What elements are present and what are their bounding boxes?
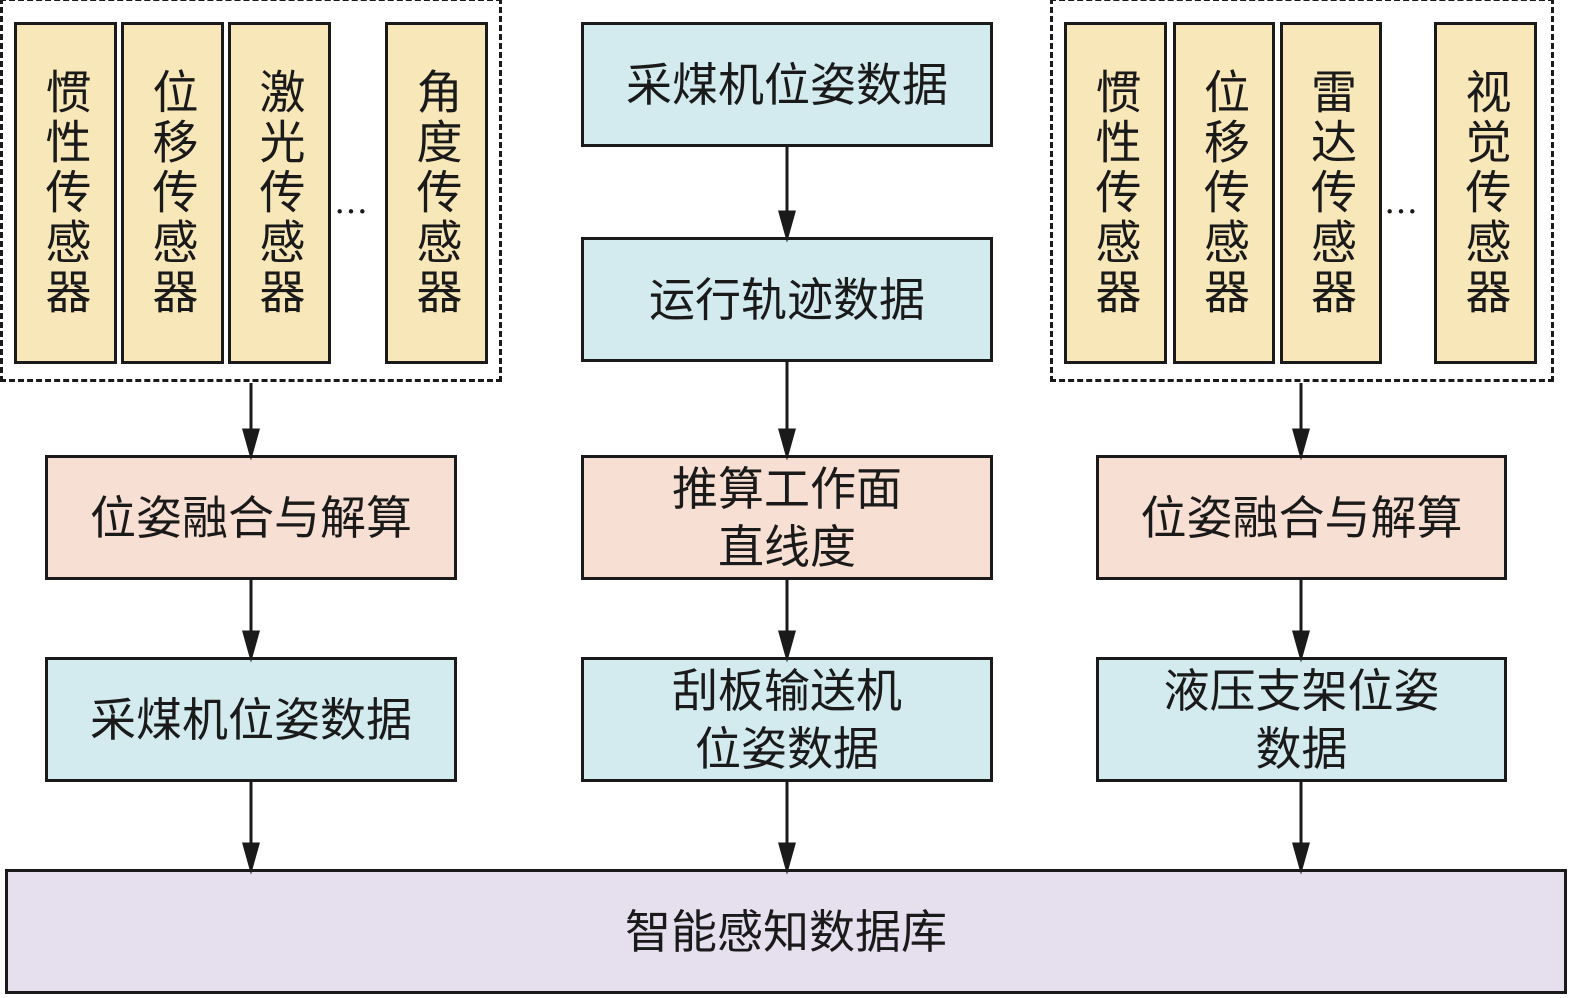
arrowhead-left-1 xyxy=(242,428,260,461)
right-sensor-group xyxy=(1050,0,1554,382)
center-straightness-process: 推算工作面 直线度 xyxy=(581,455,993,580)
left-sensor-inertial: 惯性传感器 xyxy=(14,22,117,364)
arrowhead-center-2 xyxy=(778,428,796,461)
left-sensor-ellipsis: … xyxy=(334,182,372,222)
left-fusion-process: 位姿融合与解算 xyxy=(45,455,457,580)
arrowhead-left-2 xyxy=(242,630,260,663)
arrowhead-center-4 xyxy=(778,842,796,875)
arrowhead-right-1 xyxy=(1292,428,1310,461)
left-sensor-angle: 角度传感器 xyxy=(385,22,488,364)
left-shearer-pose-output: 采煤机位姿数据 xyxy=(45,657,457,782)
arrowhead-right-2 xyxy=(1292,630,1310,663)
arrowhead-right-3 xyxy=(1292,842,1310,875)
right-sensor-radar: 雷达传感器 xyxy=(1280,22,1382,364)
arrowhead-center-3 xyxy=(778,630,796,663)
intelligent-perception-database: 智能感知数据库 xyxy=(5,869,1567,994)
right-sensor-displacement: 位移传感器 xyxy=(1173,22,1275,364)
right-fusion-process: 位姿融合与解算 xyxy=(1096,455,1507,580)
arrowhead-left-3 xyxy=(242,842,260,875)
center-shearer-pose-input: 采煤机位姿数据 xyxy=(581,22,993,147)
arrowhead-center-1 xyxy=(778,210,796,243)
left-sensor-laser: 激光传感器 xyxy=(228,22,331,364)
left-sensor-group xyxy=(0,0,502,382)
right-sensor-ellipsis: … xyxy=(1384,182,1422,222)
left-sensor-displacement: 位移传感器 xyxy=(121,22,224,364)
right-sensor-inertial: 惯性传感器 xyxy=(1064,22,1167,364)
right-sensor-vision: 视觉传感器 xyxy=(1434,22,1537,364)
right-support-pose-data: 液压支架位姿 数据 xyxy=(1096,657,1507,782)
